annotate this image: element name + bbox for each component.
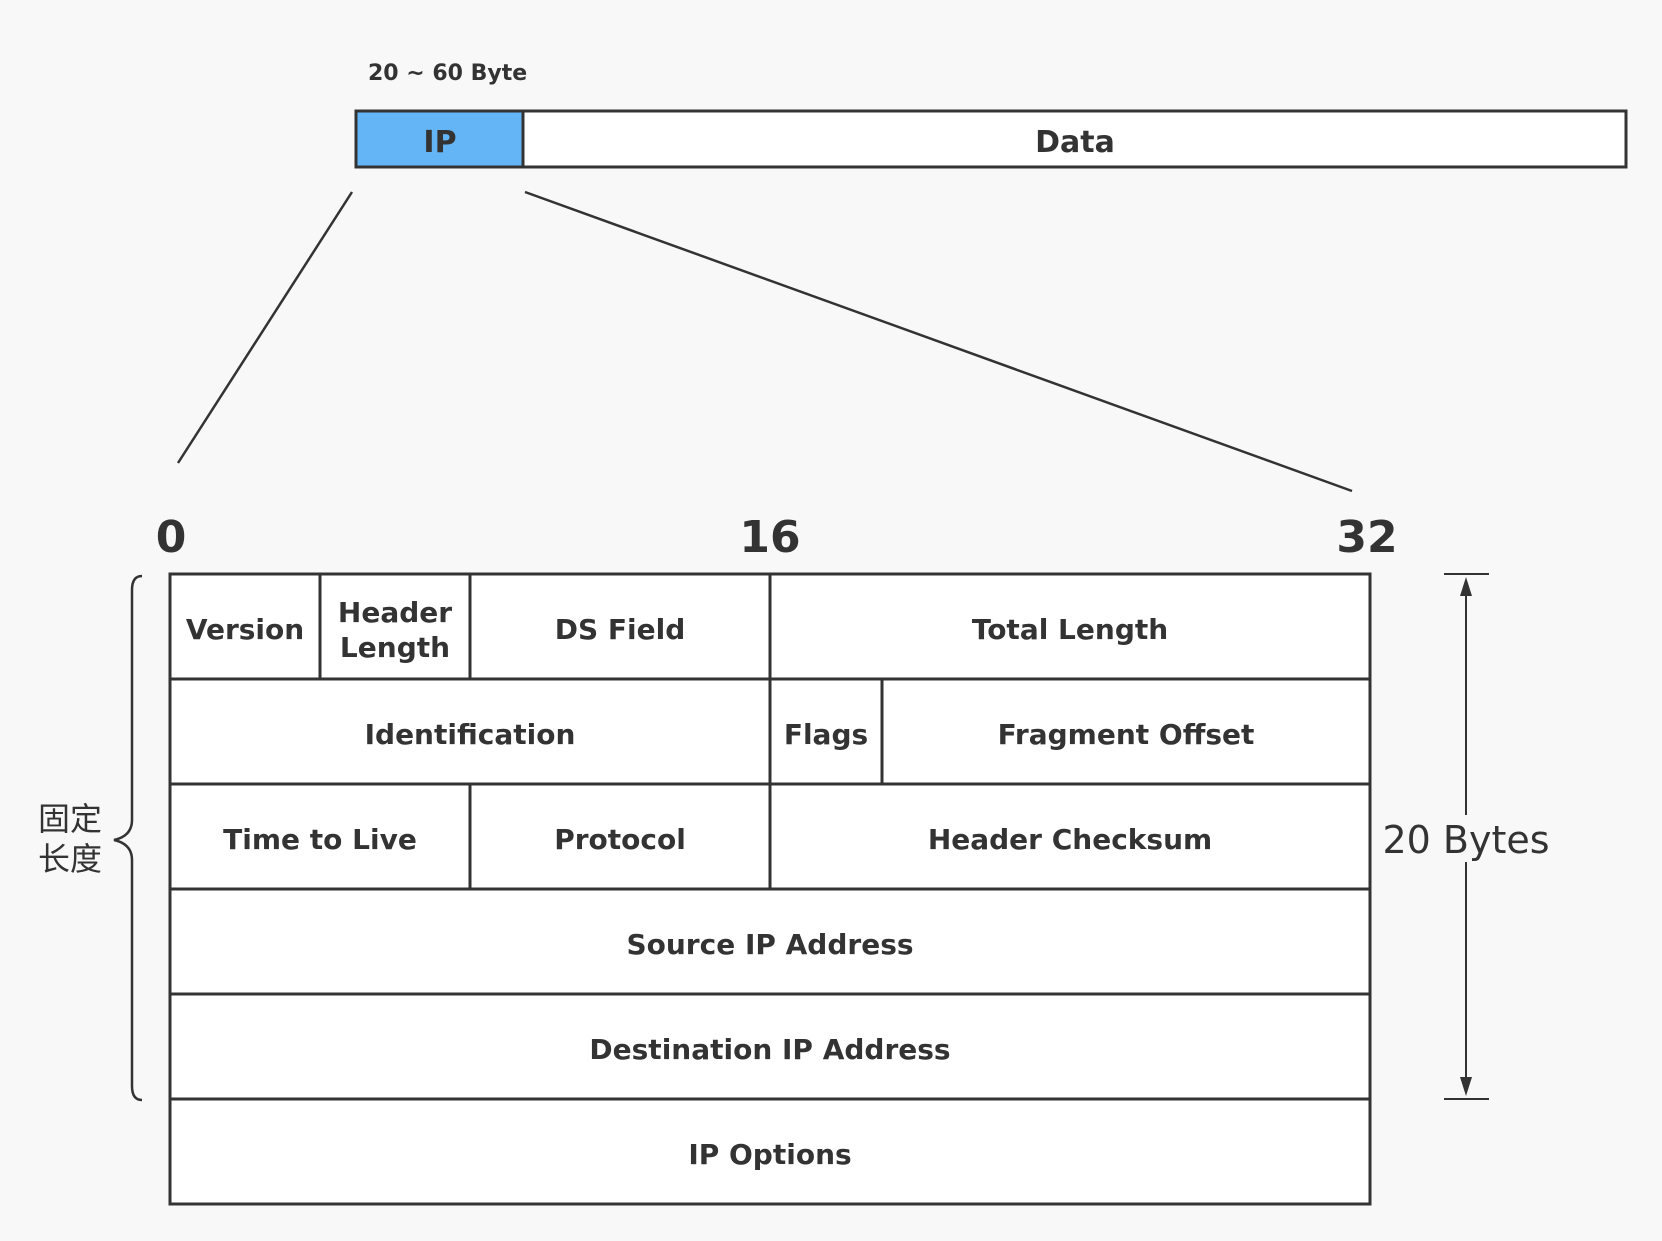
packet-size-label: 20 ~ 60 Byte xyxy=(368,61,527,86)
ip-segment-label: IP xyxy=(423,125,456,160)
field-version: Version xyxy=(186,613,304,646)
field-destination-ip: Destination IP Address xyxy=(589,1033,950,1066)
field-identification: Identification xyxy=(365,718,576,751)
field-header-length-line1: Header xyxy=(338,596,452,629)
data-segment-label: Data xyxy=(1035,125,1115,160)
bytes-label: 20 Bytes xyxy=(1382,818,1549,862)
ip-header-table xyxy=(168,572,1372,1206)
zoom-line-left xyxy=(176,191,354,464)
field-ip-options: IP Options xyxy=(688,1138,851,1171)
field-source-ip: Source IP Address xyxy=(626,928,913,961)
ip-segment xyxy=(354,109,525,169)
field-total-length: Total Length xyxy=(972,613,1168,646)
field-ds-field: DS Field xyxy=(555,613,686,646)
data-segment xyxy=(521,109,1628,169)
bit-scale-0: 0 xyxy=(156,512,187,563)
bit-scale-32: 32 xyxy=(1336,512,1397,563)
field-header-length-line2: Length xyxy=(340,631,450,664)
zoom-line-right xyxy=(524,190,1353,493)
bit-scale-16: 16 xyxy=(739,512,800,563)
dimension-arrow-up xyxy=(1460,577,1472,596)
field-protocol: Protocol xyxy=(554,823,686,856)
fixed-length-label-line2: 长度 xyxy=(38,840,102,878)
field-flags: Flags xyxy=(784,718,868,751)
field-header-checksum: Header Checksum xyxy=(928,823,1212,856)
field-time-to-live: Time to Live xyxy=(223,823,417,856)
fixed-length-label-line1: 固定 xyxy=(38,800,102,838)
field-fragment-offset: Fragment Offset xyxy=(998,718,1255,751)
fixed-length-brace xyxy=(113,574,143,1102)
dimension-arrow-down xyxy=(1460,1077,1472,1096)
